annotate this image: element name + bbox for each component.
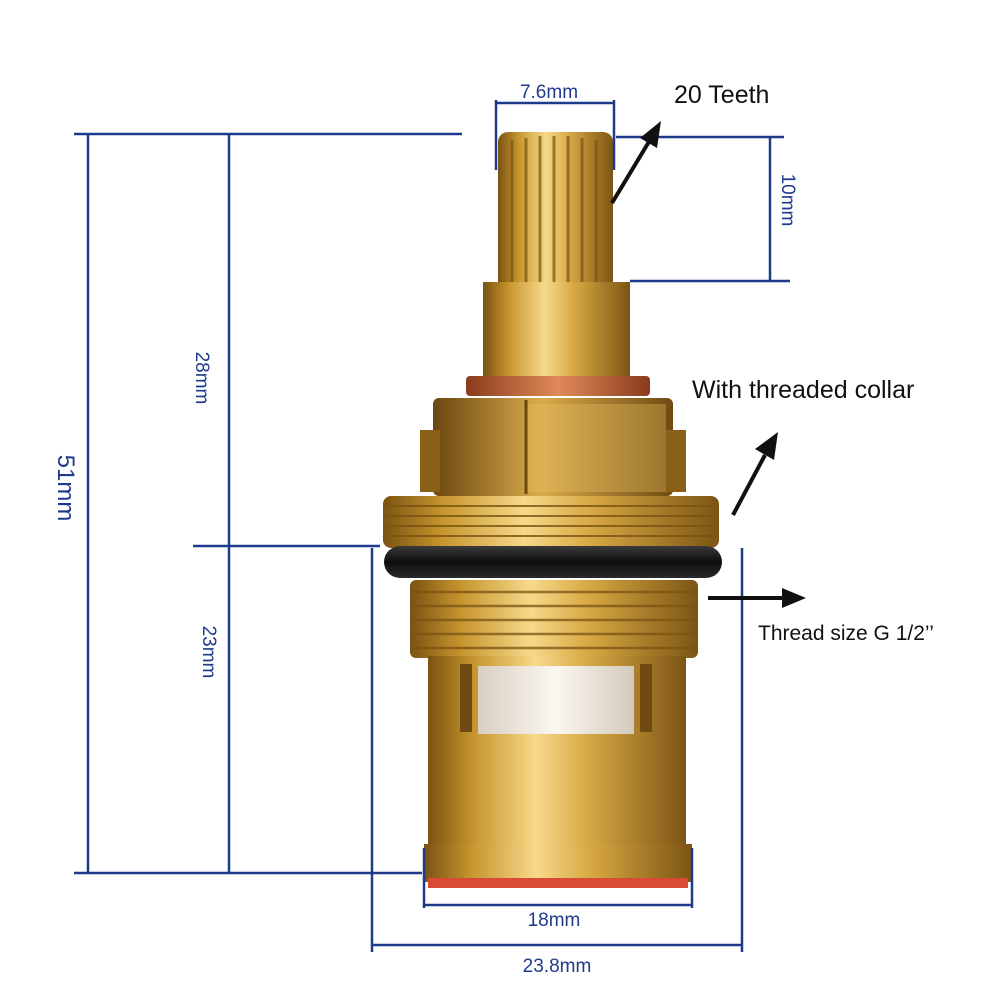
- ceramic-disc: [478, 666, 634, 734]
- spindle-neck: [483, 282, 630, 380]
- cartridge-body: [383, 132, 722, 888]
- label-total-height: 51mm: [52, 455, 79, 522]
- cartridge-barrel: [428, 656, 686, 846]
- red-seal: [428, 878, 688, 888]
- label-thread-diameter: 23.8mm: [523, 956, 592, 977]
- splined-spindle: [498, 132, 613, 292]
- o-ring: [384, 546, 722, 578]
- lower-thread: [410, 580, 698, 658]
- label-thread: Thread size G 1/2’’: [758, 622, 934, 645]
- arrow-teeth: [610, 121, 661, 205]
- arrow-collar: [731, 432, 778, 516]
- label-spindle-height: 10mm: [777, 174, 798, 227]
- label-collar: With threaded collar: [692, 376, 914, 404]
- copper-washer: [466, 376, 650, 396]
- threaded-collar: [383, 496, 719, 548]
- dimension-lines: [74, 100, 790, 952]
- base-ring: [424, 844, 692, 888]
- label-spindle-width: 7.6mm: [520, 82, 578, 103]
- label-lower-height: 23mm: [198, 626, 219, 679]
- label-teeth: 20 Teeth: [674, 81, 769, 109]
- label-base-diameter: 18mm: [528, 910, 581, 931]
- label-upper-height: 28mm: [191, 352, 212, 405]
- arrow-thread: [708, 588, 806, 608]
- hex-nut: [420, 398, 686, 496]
